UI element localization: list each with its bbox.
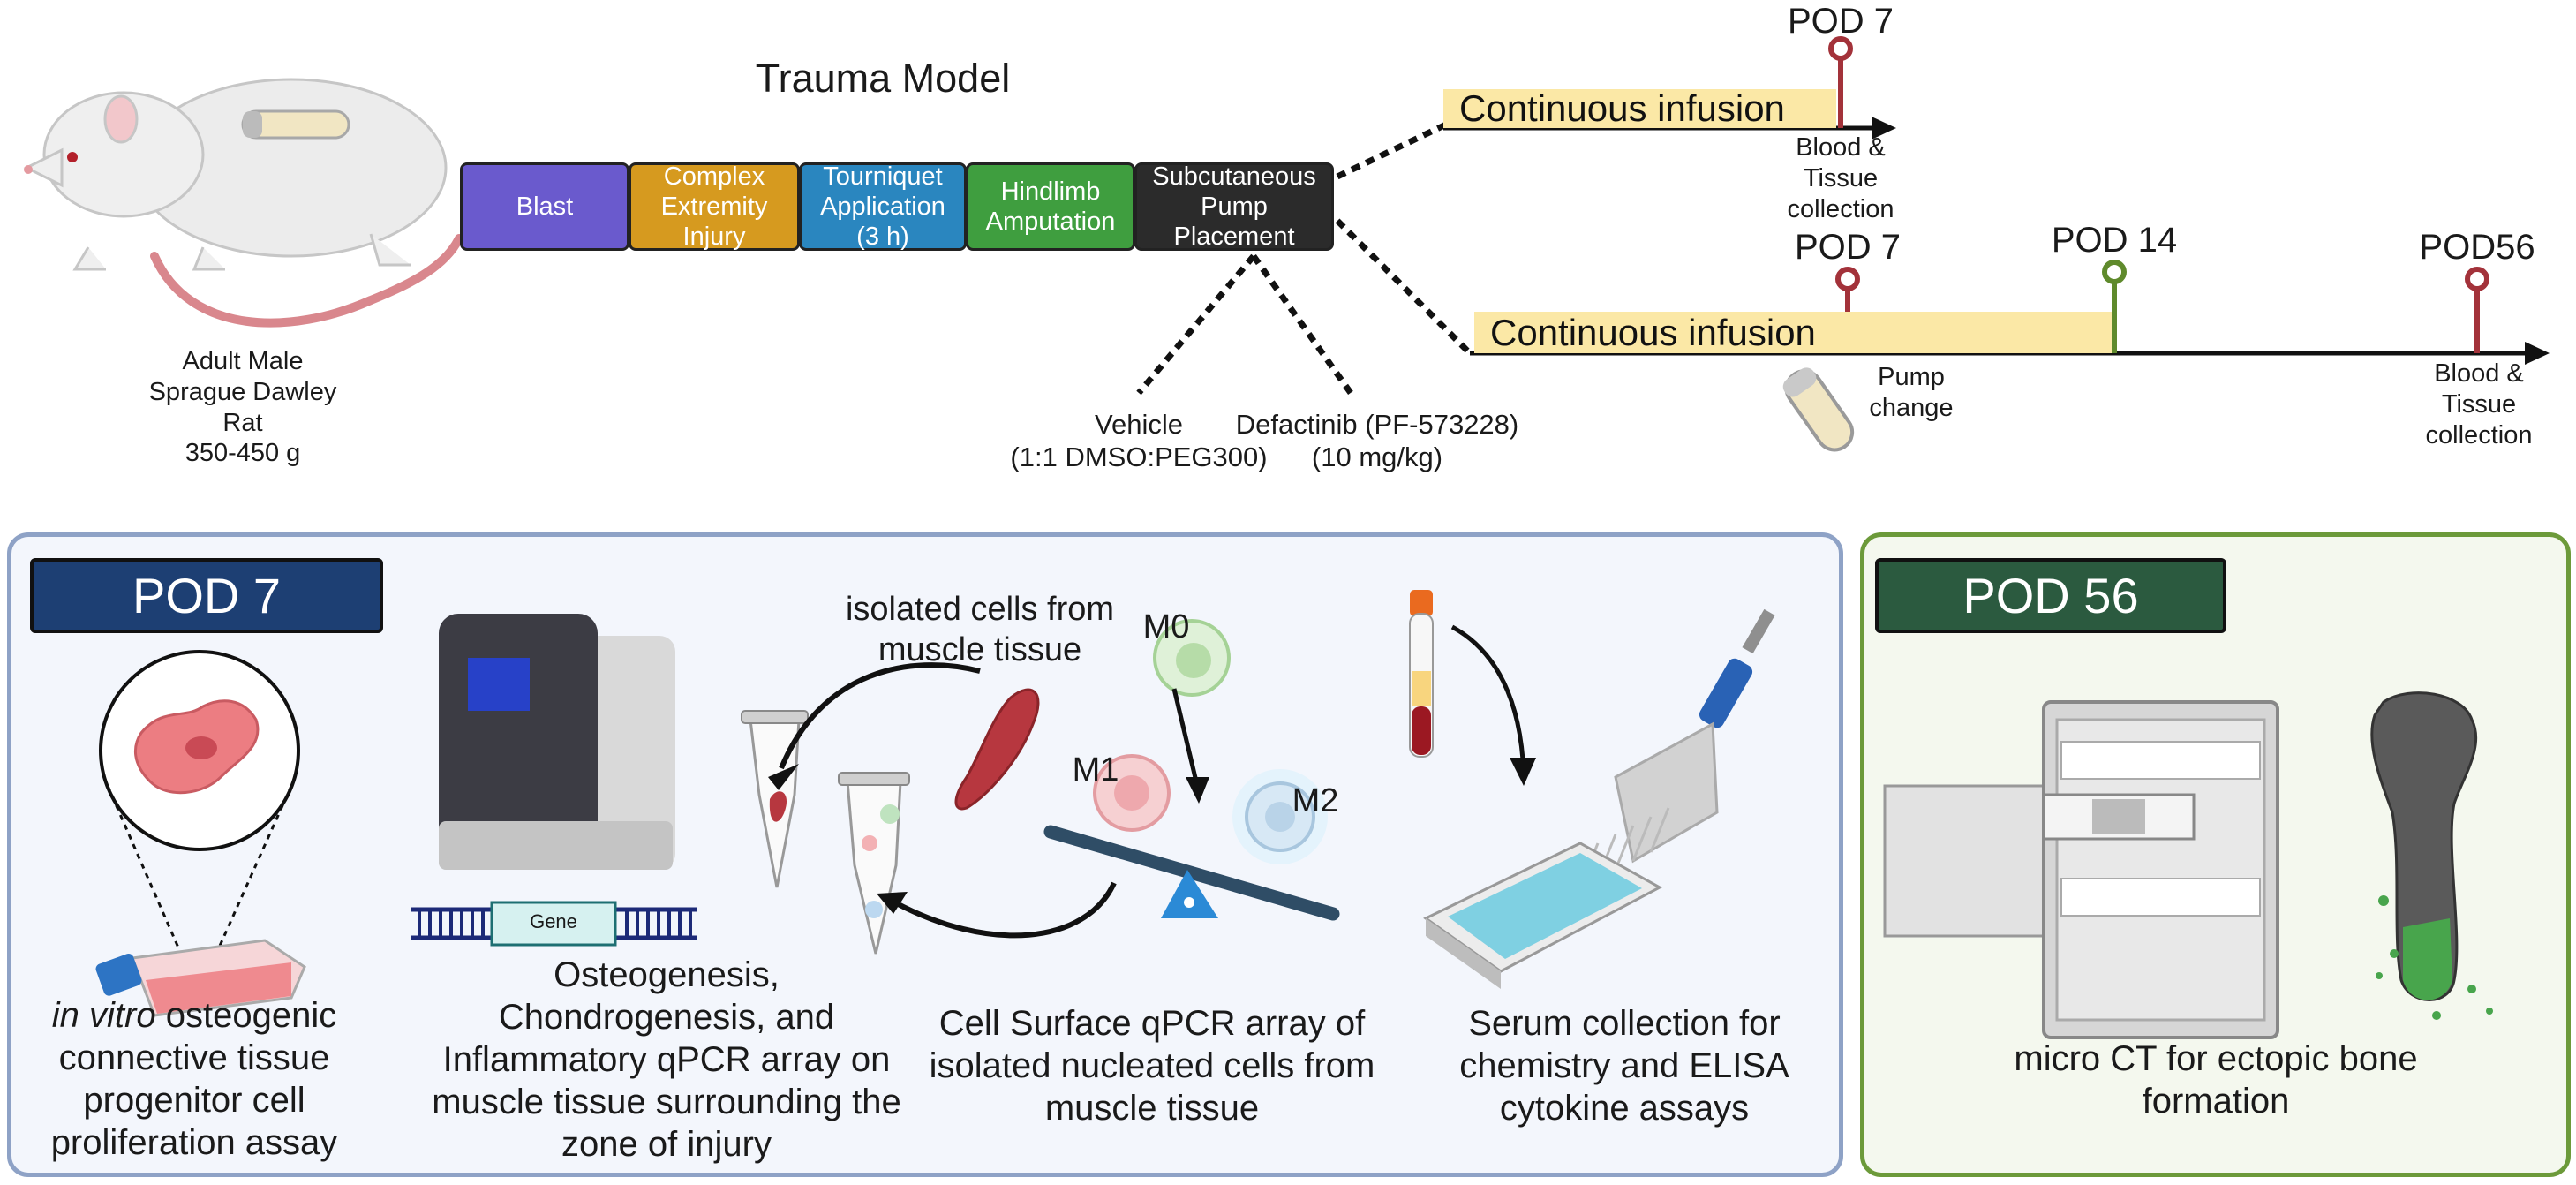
timeline-connectors [1136, 120, 1473, 396]
step-blast: Blast [460, 162, 629, 251]
step-complex-extremity-injury: Complex Extremity Injury [629, 162, 800, 251]
timeline-2-infusion-bar: Continuous infusion [1474, 312, 2112, 353]
rat-caption: Adult Male Sprague Dawley Rat 350-450 g [148, 347, 337, 468]
blood-tube-icon [1409, 590, 1434, 758]
m2-label: M2 [1292, 782, 1339, 819]
well-plate-icon [1423, 842, 1663, 989]
timeline-2-pod7-label: POD 7 [1794, 228, 1902, 267]
macrophage-m2-icon [1232, 769, 1328, 864]
cell-surface-qpcr-caption: Cell Surface qPCR array of isolated nucl… [929, 1004, 1375, 1128]
gene-label: Gene [530, 910, 577, 932]
timeline-2-pod14-label: POD 14 [2051, 221, 2178, 260]
progenitor-cell-icon [99, 650, 300, 955]
m1-label: M1 [1072, 751, 1119, 789]
macrophage-m1-icon [1093, 754, 1171, 832]
culture-flask-icon [95, 939, 306, 1017]
rat-illustration [23, 78, 463, 328]
macrophage-m0-icon [1153, 619, 1231, 697]
timeline-2 [1470, 260, 2550, 452]
timeline-1-infusion-bar: Continuous infusion [1443, 87, 1836, 129]
pod7-panel-title: POD 7 [30, 558, 383, 633]
timeline-2-pod56-label: POD56 [2419, 228, 2535, 267]
femur-bone-icon [2370, 691, 2493, 1020]
dna-gene-icon [411, 901, 697, 947]
timeline-1 [1443, 36, 1896, 140]
vehicle-label: Vehicle (1:1 DMSO:PEG300) [1010, 409, 1268, 473]
step-subcutaneous-pump-placement: Subcutaneous Pump Placement [1134, 162, 1334, 251]
drug-label: Defactinib (PF-573228) (10 mg/kg) [1235, 409, 1519, 473]
step-tourniquet-application: Tourniquet Application (3 h) [799, 162, 967, 251]
pump-change-label: Pump change [1869, 363, 1954, 422]
tube-icon [838, 772, 910, 955]
step-hindlimb-amputation: Hindlimb Amputation [966, 162, 1135, 251]
micro-ct-caption: micro CT for ectopic bone formation [2014, 1039, 2418, 1121]
timeline-1-collection-label: Blood & Tissue collection [1787, 133, 1894, 223]
qpcr-array-caption: Osteogenesis, Chondrogenesis, and Inflam… [432, 955, 901, 1164]
in-vitro-label: in vitro [51, 996, 156, 1035]
m0-label: M0 [1142, 608, 1190, 645]
pump-capsule-icon [1782, 367, 1855, 452]
micro-ct-scanner-icon [1883, 700, 2279, 1039]
qpcr-machine-icon [439, 614, 675, 870]
timeline-2-collection-label: Blood & Tissue collection [2425, 359, 2533, 449]
muscle-icon [954, 688, 1040, 811]
serum-collection-caption: Serum collection for chemistry and ELISA… [1459, 1004, 1789, 1128]
isolated-cells-label: isolated cells from muscle tissue [845, 591, 1115, 668]
pod7-panel [7, 532, 1843, 1177]
balance-seesaw-icon [1043, 825, 1340, 921]
progenitor-assay-caption: in vitro osteogenic connective tissue pr… [18, 994, 371, 1164]
pod56-panel-title: POD 56 [1875, 558, 2226, 633]
progenitor-assay-text: osteogenic connective tissue progenitor … [50, 996, 338, 1162]
timeline-1-pod-label: POD 7 [1787, 2, 1894, 41]
trauma-model-title: Trauma Model [755, 56, 1011, 101]
